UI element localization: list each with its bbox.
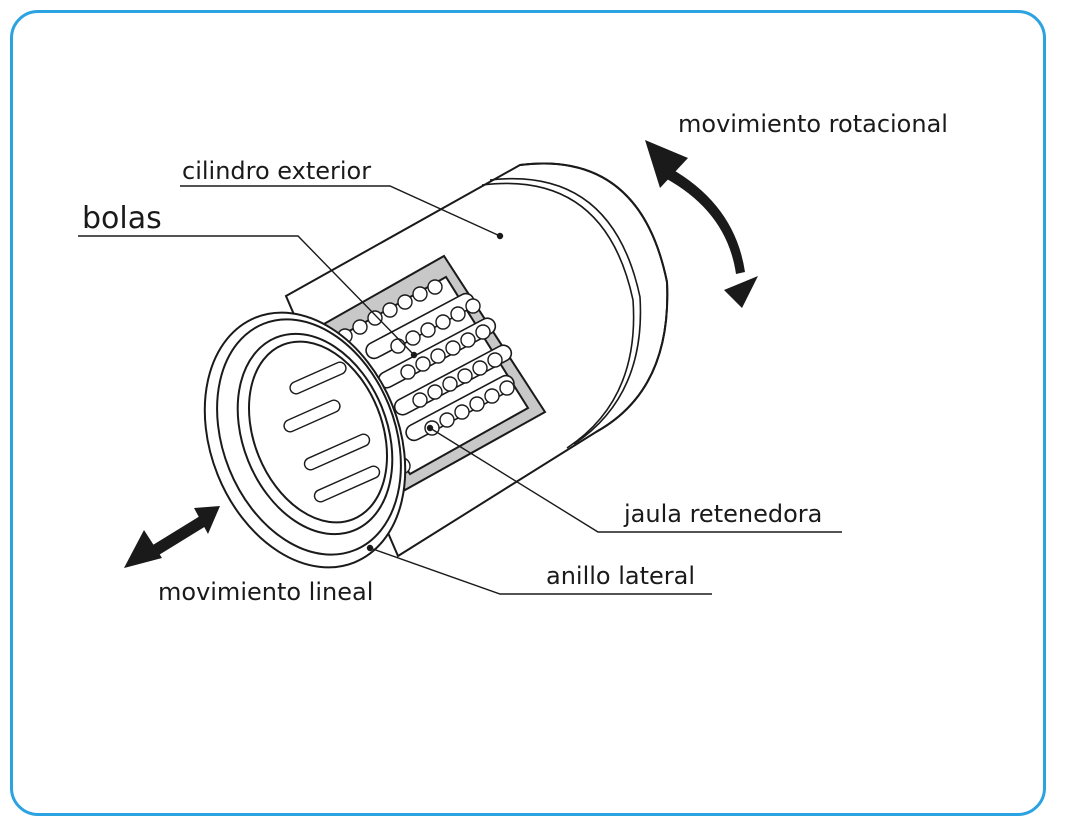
side-ring xyxy=(203,311,407,569)
rotational-motion-arrow-icon xyxy=(645,140,758,308)
linear-motion-arrow-icon xyxy=(124,506,220,568)
label-rotational-motion: movimiento rotacional xyxy=(678,110,948,138)
label-linear-motion: movimiento lineal xyxy=(158,578,373,606)
label-outer-cylinder: cilindro exterior xyxy=(182,157,371,185)
label-side-ring: anillo lateral xyxy=(546,562,695,590)
label-retainer-cage: jaula retenedora xyxy=(623,500,822,528)
diagram-frame xyxy=(10,10,1046,816)
bore-ball-rows xyxy=(283,361,381,503)
label-balls: bolas xyxy=(82,201,162,236)
leader-lines xyxy=(78,185,842,595)
